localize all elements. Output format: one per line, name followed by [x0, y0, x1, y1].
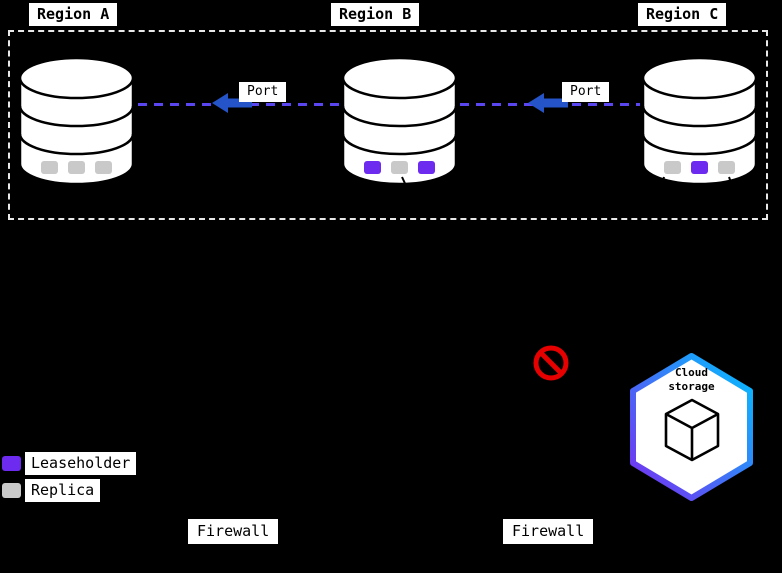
arrow-left-icon [528, 93, 568, 113]
database-icon [18, 56, 135, 186]
replica-indicator [718, 161, 735, 174]
database-icon [341, 56, 458, 186]
replica-indicator [418, 161, 435, 174]
replica-indicator [68, 161, 85, 174]
replica-indicator [41, 161, 58, 174]
cloud-storage-label: Cloud storage [626, 366, 757, 395]
database-icon [641, 56, 758, 186]
region-a-label: Region A [29, 3, 118, 26]
database-node-region-c [641, 56, 758, 186]
region-c-label: Region C [638, 3, 727, 26]
cloud-storage-label-line2: storage [668, 380, 715, 394]
replica-indicator [664, 161, 681, 174]
firewall-label-1: Firewall [188, 519, 279, 544]
legend-leaseholder-label: Leaseholder [25, 452, 137, 475]
regions-boundary-box [8, 30, 768, 220]
database-node-region-b [341, 56, 458, 186]
cloud-storage-label-line1: Cloud [674, 366, 709, 379]
prohibited-icon [533, 345, 569, 381]
replica-indicator [95, 161, 112, 174]
cube-icon [664, 398, 720, 462]
port-label-b-c: Port [562, 82, 610, 103]
port-label-a-b: Port [239, 82, 287, 103]
firewall-label-2: Firewall [503, 519, 594, 544]
replica-indicator [391, 161, 408, 174]
legend-replica-swatch [2, 483, 21, 498]
database-node-region-a [18, 56, 135, 186]
replica-indicator [691, 161, 708, 174]
arrow-left-icon [212, 93, 252, 113]
region-b-label: Region B [331, 3, 420, 26]
legend-leaseholder-swatch [2, 456, 21, 471]
legend-replica-label: Replica [25, 479, 101, 502]
replica-indicator [364, 161, 381, 174]
